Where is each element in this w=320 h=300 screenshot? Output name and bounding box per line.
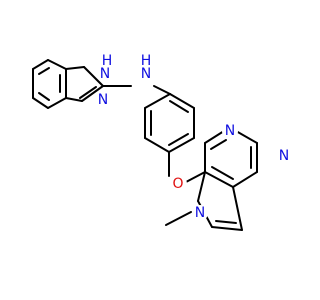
ether-oxygen-label: O [172, 176, 183, 192]
amine-n-label: N [141, 66, 151, 82]
benzimidazole-nh-n-label: N [100, 66, 110, 82]
phenylene-ring [144, 93, 195, 153]
amine-link-right [153, 85, 171, 95]
chemical-structure: H N N H N O N N N [32, 53, 290, 231]
pyrimidine-n-upper-label: N [225, 123, 235, 139]
n-methyl-bond [165, 211, 192, 226]
amine-h-label: H [141, 53, 152, 69]
benzimidazole-benzene-ring [32, 59, 67, 109]
benzimidazole-imidazole-ring [65, 66, 104, 102]
benzimidazole-n-label: N [98, 92, 108, 108]
pyrrole-n-label: N [195, 205, 205, 221]
benzimidazole-nh-h-label: H [102, 53, 113, 69]
ether-link-right [185, 171, 206, 183]
pyrimidine-ring [204, 130, 258, 188]
pyrimidine-n-right-label: N [279, 148, 289, 164]
